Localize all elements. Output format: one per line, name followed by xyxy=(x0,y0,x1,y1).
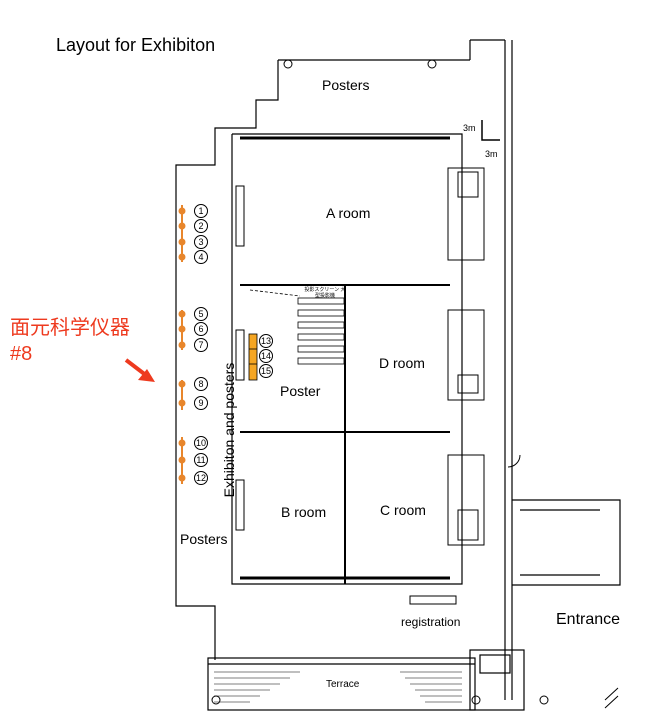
seminar-tables xyxy=(249,289,345,365)
booth-number: 2 xyxy=(194,219,208,233)
highlight-booth-number: 15 xyxy=(259,364,273,378)
d-room-label: D room xyxy=(379,355,425,371)
booth-number: 6 xyxy=(194,322,208,336)
columns xyxy=(211,59,549,705)
exhibitor-annotation: 面元科学仪器 #8 xyxy=(10,315,130,367)
terrace-label: Terrace xyxy=(326,679,360,690)
scale-label-a: 3m xyxy=(463,123,476,133)
exhibition-posters-label: Exhibiton and posters xyxy=(221,362,237,498)
posters-left-label: Posters xyxy=(180,531,228,547)
highlight-booths xyxy=(248,333,258,381)
page-title: Layout for Exhibiton xyxy=(56,35,216,55)
room-dividers xyxy=(240,136,450,584)
entrance-door xyxy=(507,454,619,709)
annotation-arrow xyxy=(124,358,155,382)
c-room-label: C room xyxy=(380,502,426,518)
booth-number: 4 xyxy=(194,250,208,264)
booth-number: 12 xyxy=(194,471,208,485)
highlight-booth-number: 14 xyxy=(259,349,273,363)
registration-desk xyxy=(409,595,457,605)
side-service-rooms xyxy=(235,167,485,546)
poster-label: Poster xyxy=(280,383,321,399)
booth-number: 1 xyxy=(194,204,208,218)
highlight-booth-number: 13 xyxy=(259,334,273,348)
registration-label: registration xyxy=(401,615,461,629)
a-room-label: A room xyxy=(326,205,371,221)
annotation-name: 面元科学仪器 xyxy=(10,317,130,339)
booth-number: 7 xyxy=(194,338,208,352)
b-room-label: B room xyxy=(281,504,327,520)
booth-number: 9 xyxy=(194,396,208,410)
booth-number: 10 xyxy=(194,436,208,450)
entrance-label: Entrance xyxy=(556,611,621,628)
scale-label-b: 3m xyxy=(485,149,498,159)
booth-number: 11 xyxy=(194,453,208,467)
screen-note: 投影スクリーン 大型投影機 xyxy=(304,287,346,299)
terrace-hatching xyxy=(214,671,462,703)
posters-top-label: Posters xyxy=(322,77,370,93)
scale-marker xyxy=(481,120,500,141)
outer-walls xyxy=(175,39,621,711)
booth-number: 3 xyxy=(194,235,208,249)
booth-strips xyxy=(178,205,186,484)
booth-number: 5 xyxy=(194,307,208,321)
annotation-number: #8 xyxy=(10,343,33,365)
booth-number: 8 xyxy=(194,377,208,391)
